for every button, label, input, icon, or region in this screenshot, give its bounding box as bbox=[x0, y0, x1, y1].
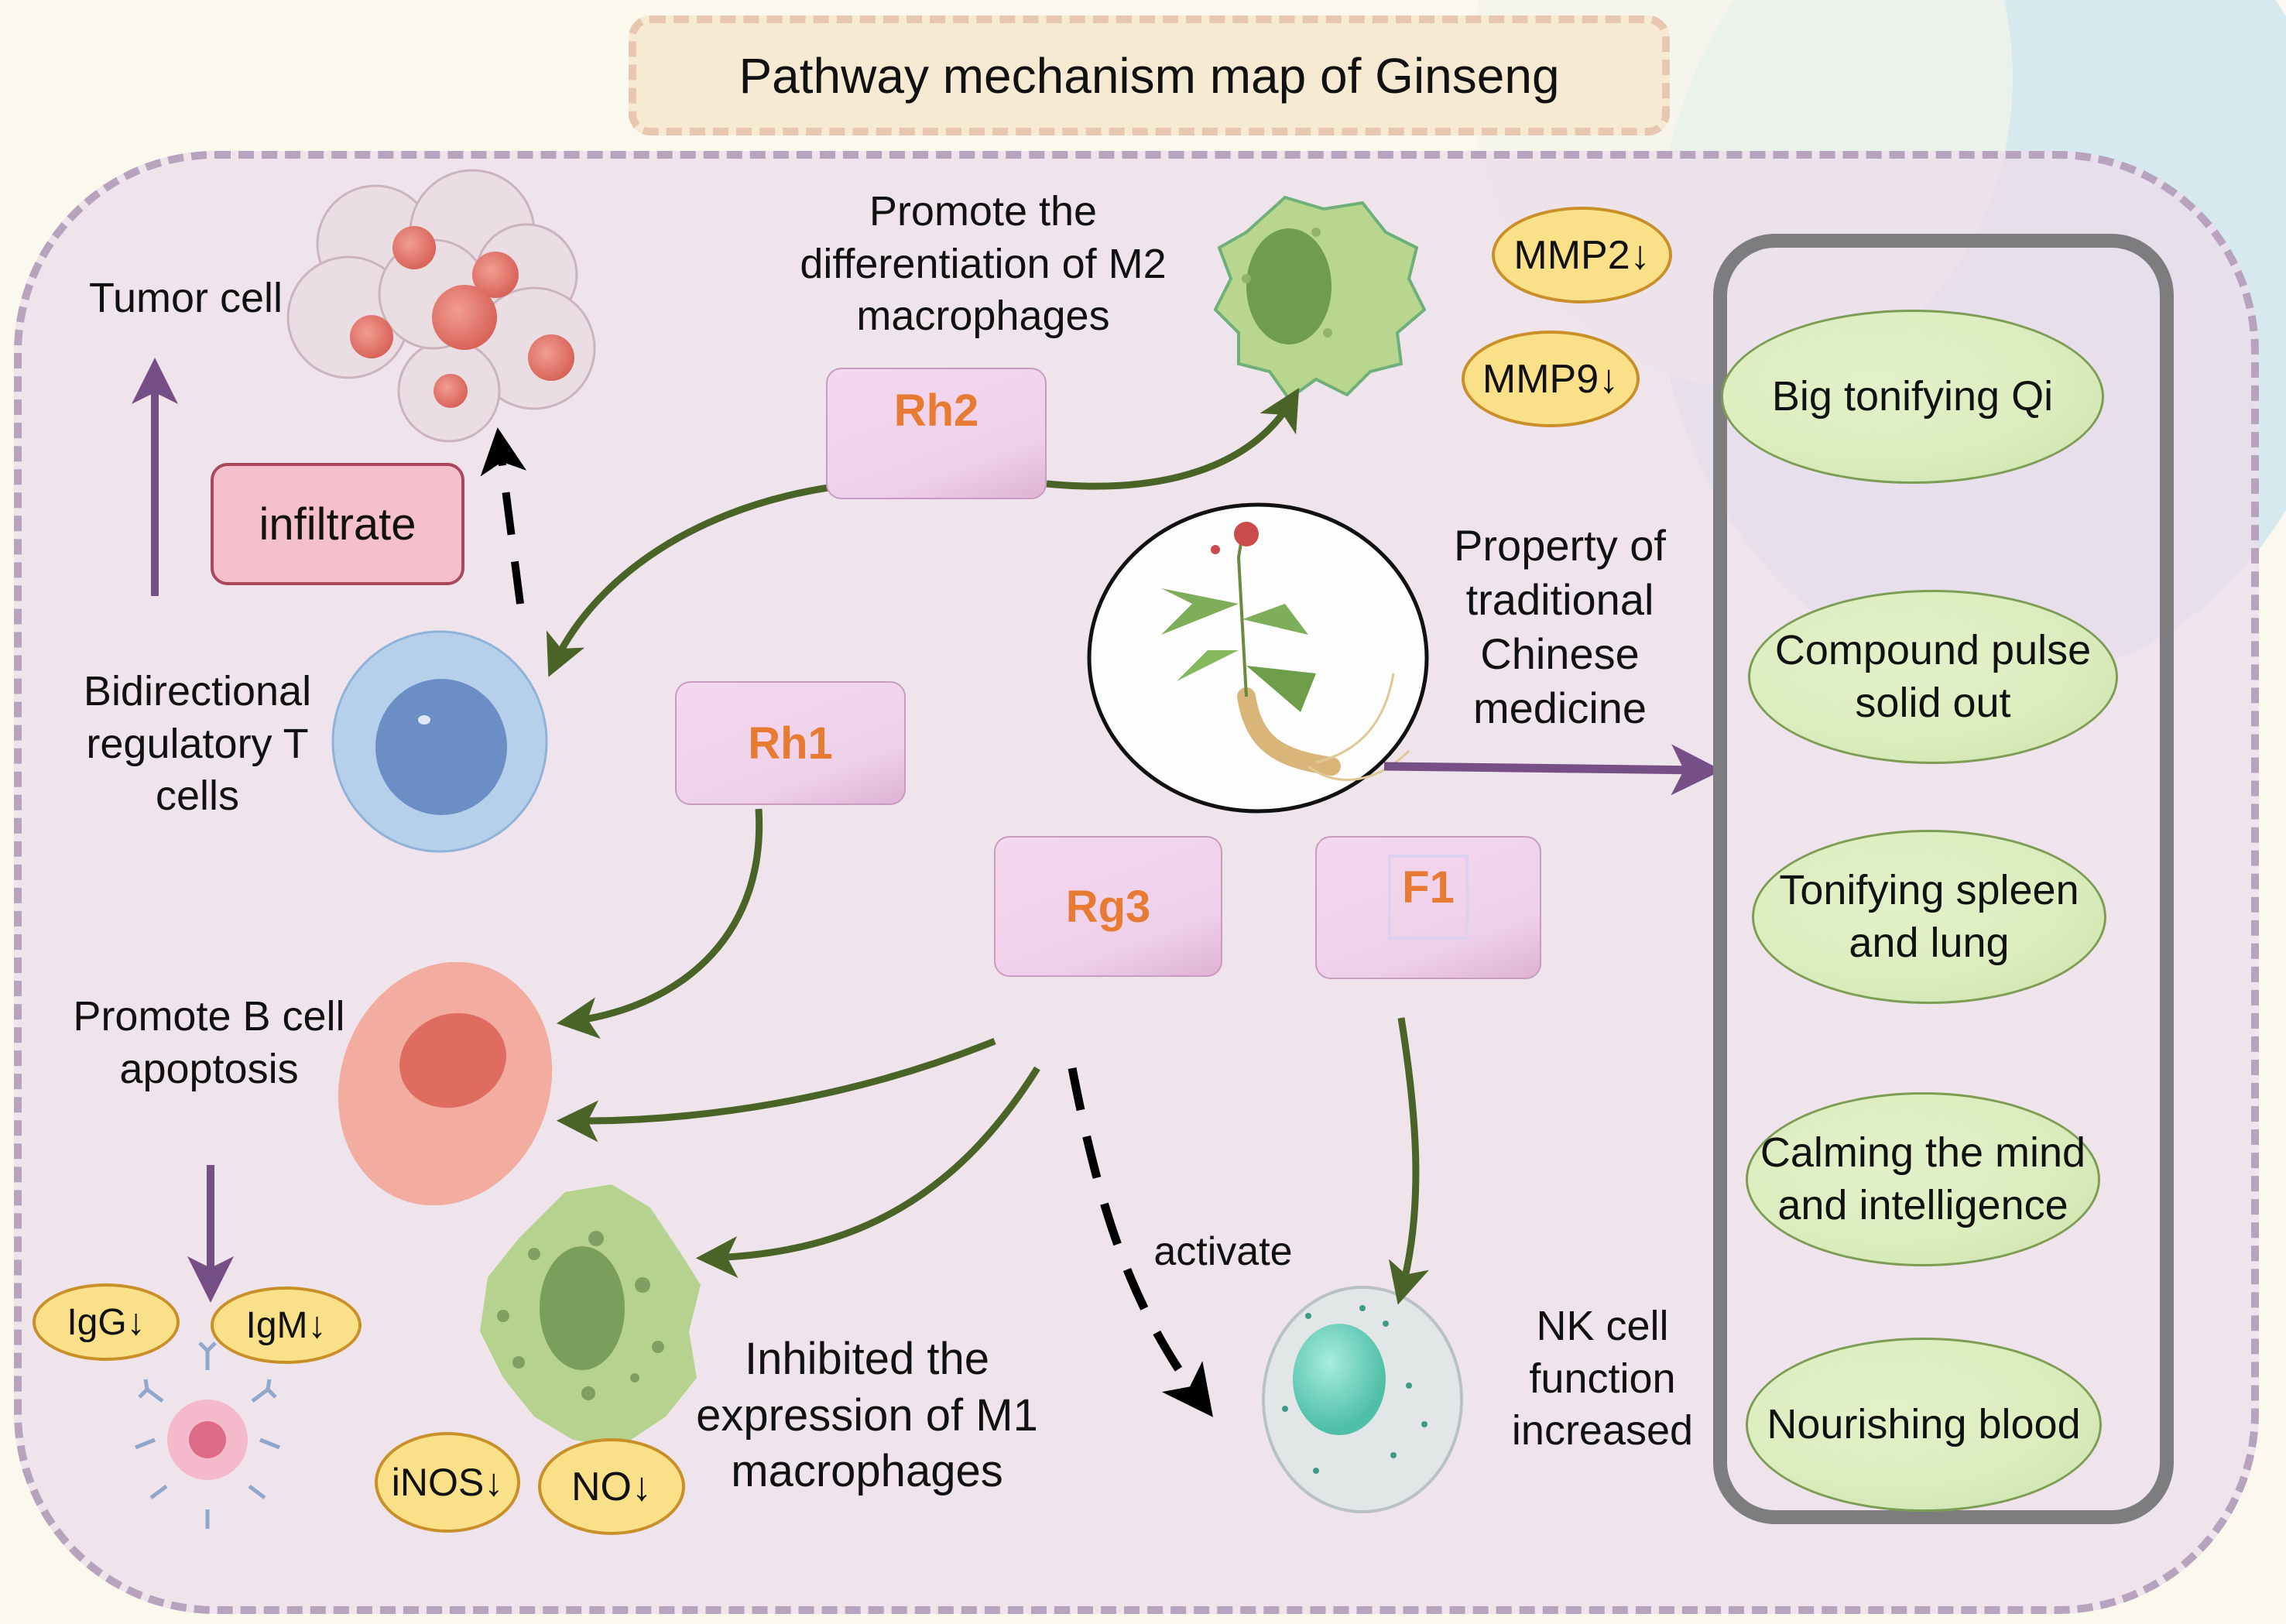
nk-label: NK cell function increased bbox=[1511, 1303, 1694, 1454]
marker-igg-label: IgG↓ bbox=[67, 1301, 146, 1343]
treg-label: Bidirectional regulatory T cells bbox=[83, 668, 312, 819]
infiltrate-box: infiltrate bbox=[211, 463, 464, 585]
m1-label: Inhibited the expression of M1 macrophag… bbox=[696, 1334, 1038, 1496]
tcm-effect-tonifying-spleen-lung: Tonifying spleen and lung bbox=[1752, 830, 2106, 1004]
arrow-rg3-to-bcell bbox=[556, 1037, 996, 1143]
tcm-property-label: Property of traditional Chinese medicine bbox=[1454, 521, 1666, 732]
nk-cell-icon bbox=[1262, 1286, 1463, 1513]
marker-igg: IgG↓ bbox=[33, 1283, 180, 1361]
page-title: Pathway mechanism map of Ginseng bbox=[739, 47, 1560, 104]
tcm-effect-nourishing-blood: Nourishing blood bbox=[1746, 1338, 2102, 1512]
arrow-rh1-to-bcell bbox=[556, 808, 763, 1039]
infiltrate-label: infiltrate bbox=[259, 499, 416, 550]
compound-rh2[interactable]: Rh2 bbox=[826, 368, 1047, 499]
marker-mmp2-label: MMP2↓ bbox=[1513, 232, 1650, 278]
marker-igm-label: IgM↓ bbox=[245, 1304, 327, 1346]
compound-rh1[interactable]: Rh1 bbox=[675, 681, 906, 805]
ginseng-plant-icon bbox=[1087, 502, 1429, 814]
compound-rg3[interactable]: Rg3 bbox=[994, 836, 1222, 977]
title-box: Pathway mechanism map of Ginseng bbox=[629, 15, 1670, 135]
tcm-effect-compound-pulse: Compound pulse solid out bbox=[1748, 590, 2118, 764]
tcm-effect-calming-mind: Calming the mind and intelligence bbox=[1746, 1092, 2100, 1266]
marker-no: NO↓ bbox=[538, 1438, 685, 1535]
m2-macrophage-icon bbox=[1213, 195, 1427, 401]
compound-rg3-label: Rg3 bbox=[1065, 881, 1151, 932]
bcell-label: Promote B cell apoptosis bbox=[73, 993, 345, 1092]
marker-inos-label: iNOS↓ bbox=[391, 1461, 504, 1504]
tcm-effects-panel bbox=[1713, 234, 2174, 1524]
marker-mmp9-label: MMP9↓ bbox=[1482, 356, 1619, 402]
arrow-rh2-to-treg bbox=[546, 484, 829, 677]
tumor-cell-cluster-icon bbox=[286, 169, 596, 443]
marker-no-label: NO↓ bbox=[571, 1464, 652, 1509]
plasma-cell-antibody-icon bbox=[135, 1341, 280, 1529]
compound-f1[interactable]: F1 bbox=[1315, 836, 1541, 979]
compound-rh2-label: Rh2 bbox=[893, 385, 979, 436]
m2-label: Promote the differentiation of M2 macrop… bbox=[800, 188, 1167, 339]
tumor-cell-label: Tumor cell bbox=[88, 275, 283, 321]
t-cell-icon bbox=[331, 630, 548, 853]
arrow-rh2-to-m2 bbox=[1046, 388, 1300, 490]
m1-macrophage-icon bbox=[480, 1184, 701, 1448]
dashed-arrow-activate bbox=[1068, 1067, 1213, 1417]
arrow-f1-to-nk bbox=[1388, 1017, 1429, 1305]
compound-rh1-label: Rh1 bbox=[748, 718, 833, 769]
arrow-rg3-to-m1 bbox=[695, 1066, 1040, 1279]
dashed-arrow-infiltrate bbox=[480, 427, 527, 605]
arrow-ginseng-to-tcm bbox=[1383, 744, 1722, 796]
marker-igm: IgM↓ bbox=[211, 1287, 362, 1364]
compound-f1-label: F1 bbox=[1388, 855, 1469, 940]
marker-mmp2: MMP2↓ bbox=[1492, 207, 1672, 303]
activate-label: activate bbox=[1153, 1229, 1293, 1274]
tcm-effect-big-tonifying-qi-ellipse: Big tonifying Qi bbox=[1721, 310, 2104, 484]
marker-mmp9: MMP9↓ bbox=[1462, 331, 1640, 427]
b-cell-icon bbox=[338, 961, 553, 1206]
marker-inos: iNOS↓ bbox=[375, 1432, 520, 1533]
